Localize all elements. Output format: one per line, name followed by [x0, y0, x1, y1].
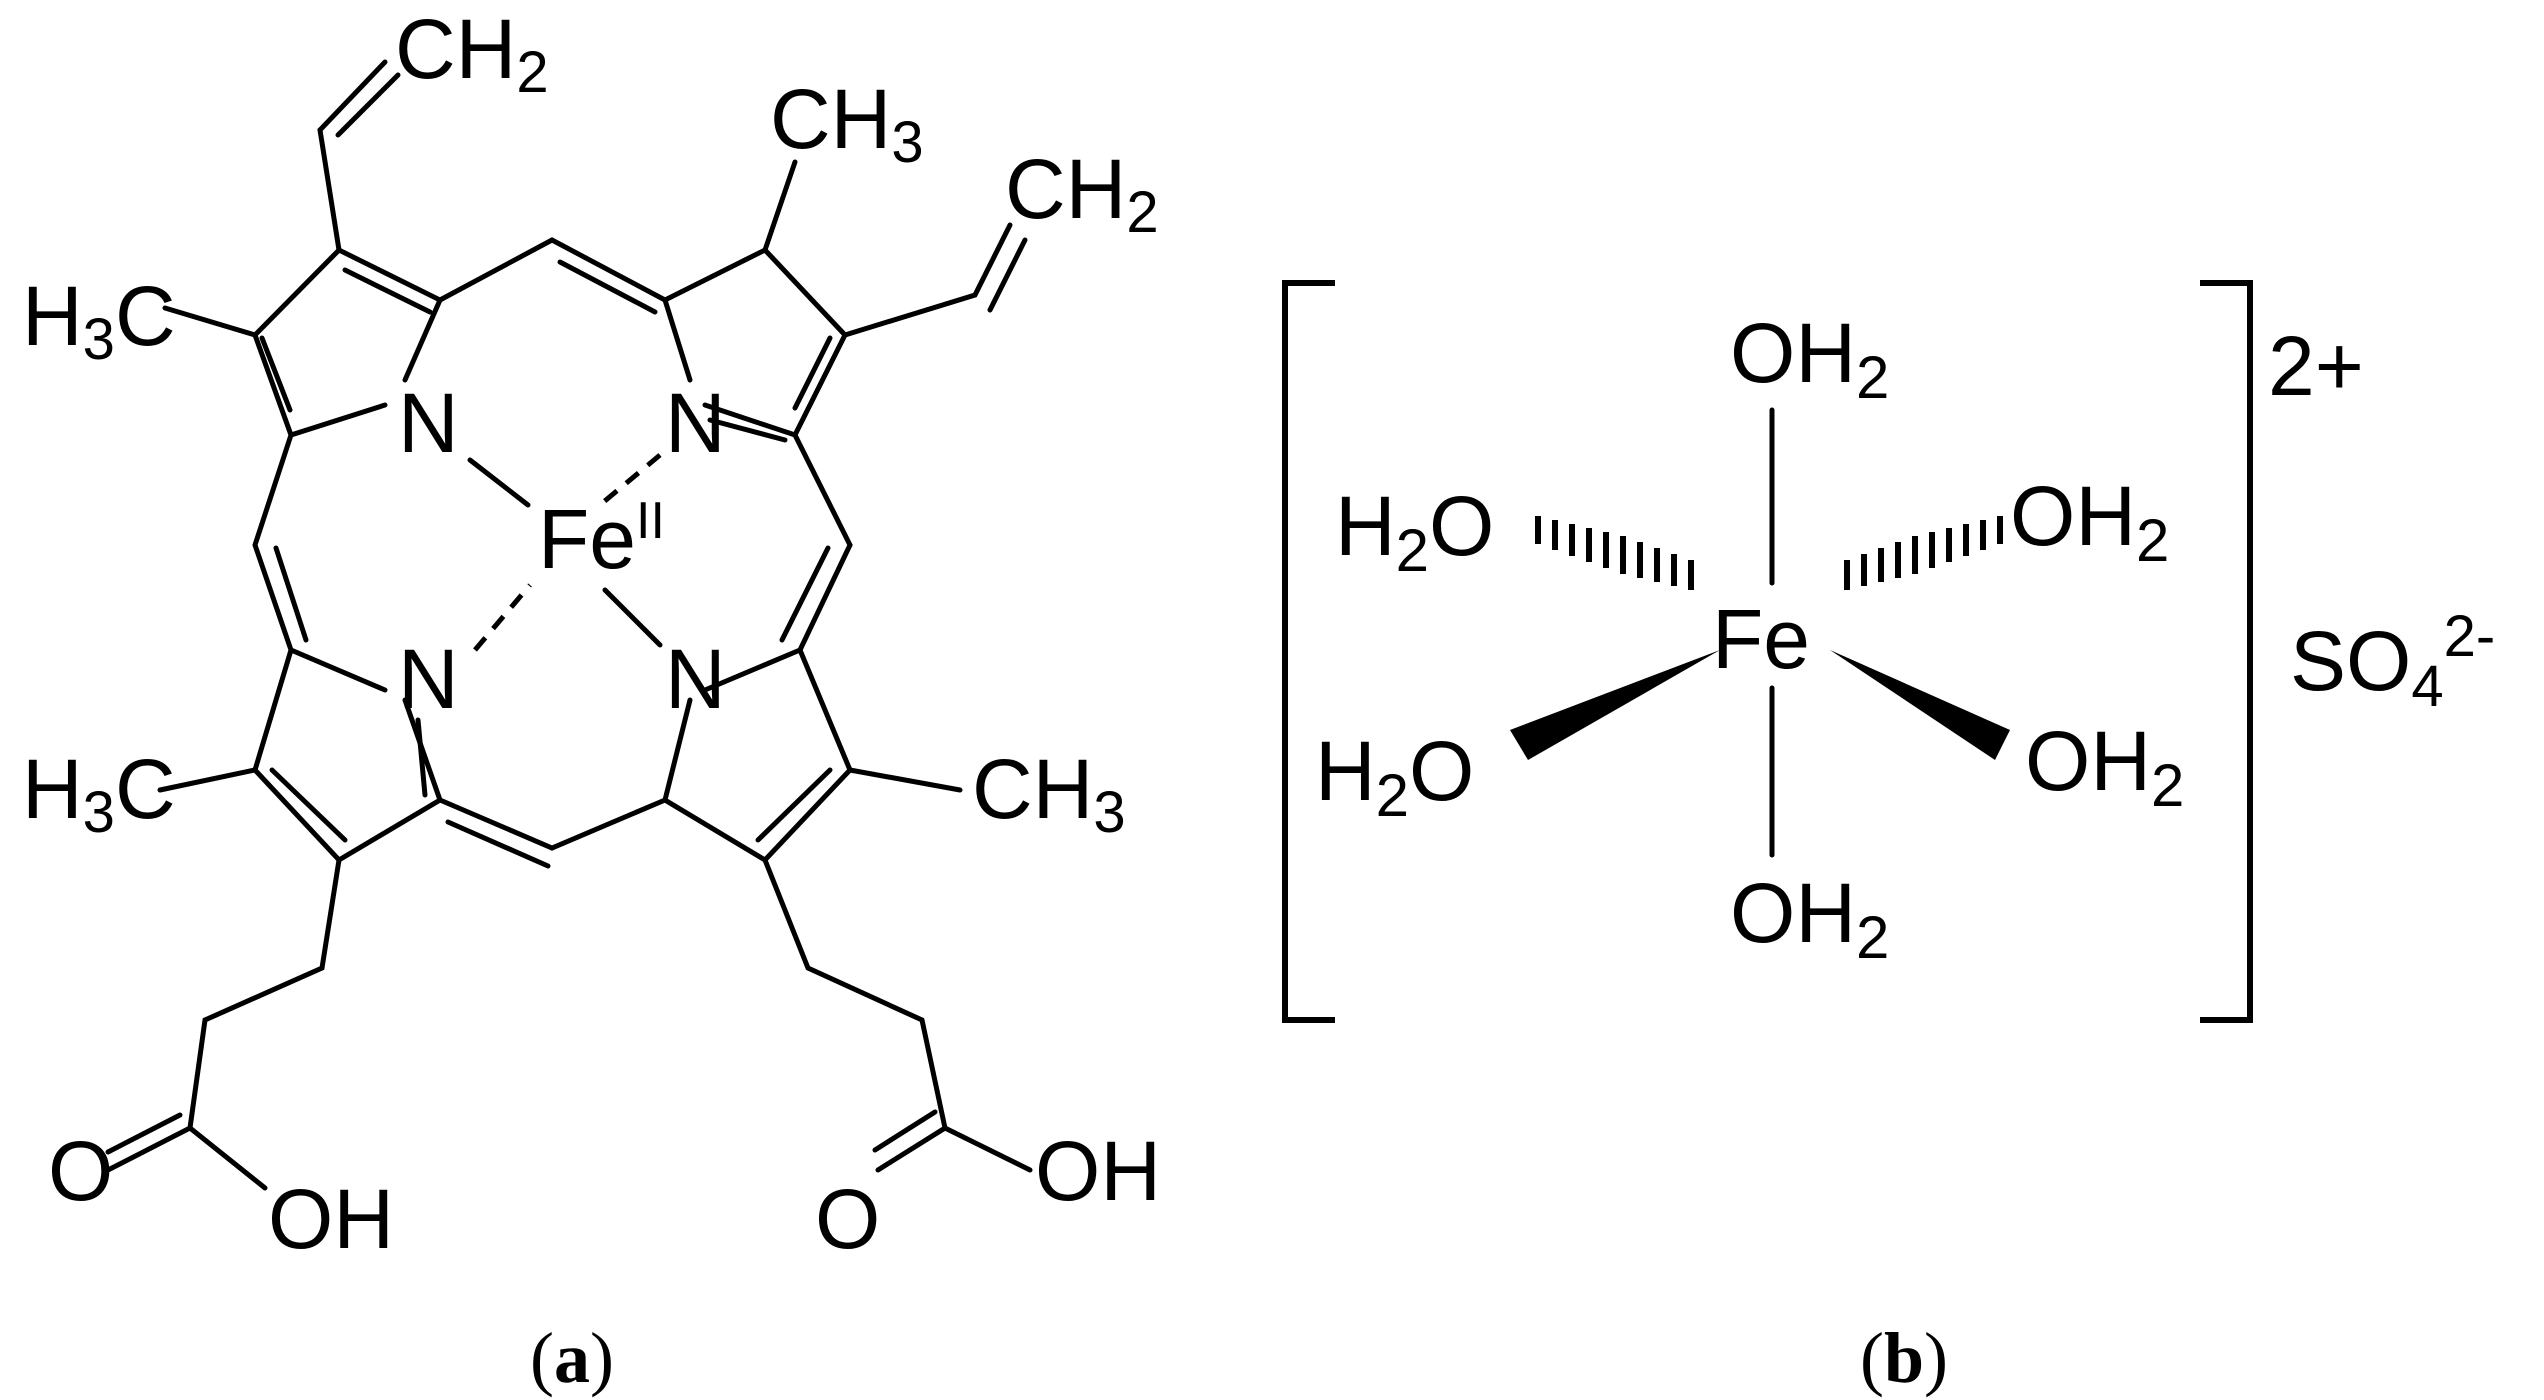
panel-a-heme-structure: N N N N FeII — [22, 2, 1161, 1398]
pyrrole-lower-left — [252, 646, 444, 864]
nitrogen-lower-right: N — [665, 632, 726, 726]
meso-bridge-top — [437, 237, 668, 303]
ligand-water-left-back: H2O — [1335, 479, 1494, 584]
hash-bond-left — [1535, 516, 1694, 590]
fe-n-bonds — [467, 453, 663, 652]
methyl-upper-left-label: H3C — [22, 269, 176, 372]
methyl-lower-left-bond — [157, 767, 258, 793]
hydroxyl-left-label: OH — [268, 1172, 394, 1266]
propionate-left-chain — [105, 857, 342, 1173]
methyl-top-label: CH3 — [770, 72, 924, 175]
fe-n-dative-lower-left — [473, 583, 532, 652]
methyl-lower-left-label: H3C — [22, 742, 176, 845]
hydroxyl-right-label: OH — [1035, 1124, 1161, 1218]
iron-center-heme: FeII — [538, 492, 665, 586]
methyl-lower-right-bond — [847, 767, 963, 793]
wedge-bond-left — [1510, 650, 1720, 760]
meso-bridge-left — [252, 432, 294, 653]
pyrrole-lr-double-1 — [755, 767, 833, 843]
ligand-water-bottom: OH2 — [1730, 866, 1889, 971]
vinyl-right-double — [987, 237, 1028, 313]
fe-n-bond-upper-left — [467, 457, 531, 508]
panel-a-label: (a) — [530, 1318, 614, 1398]
ligand-water-left-front: H2O — [1315, 724, 1474, 829]
methyl-upper-left-bond — [162, 305, 258, 338]
iron-center-hexaaqua: Fe — [1712, 592, 1810, 686]
vinyl-left-bond — [317, 59, 388, 253]
carboxyl-right-double — [872, 1109, 938, 1153]
fe-n-bond-lower-right — [602, 587, 663, 648]
pyrrole-upper-right — [661, 246, 849, 439]
vinyl-right-ch2-label: CH2 — [1005, 142, 1159, 245]
hash-bond-right — [1844, 516, 2003, 590]
pyrrole-ll-double-2 — [415, 717, 428, 798]
pyrrole-ul-double-2 — [342, 267, 433, 315]
panel-b-label: (b) — [1860, 1318, 1948, 1398]
meso-bridge-right — [792, 432, 853, 653]
meso-top-double — [557, 259, 658, 315]
meso-right-double — [779, 545, 831, 643]
substituent-bonds — [105, 59, 1033, 1191]
sulfate-counterion-label: SO42- — [2290, 604, 2495, 719]
ligand-water-right-front: OH2 — [2025, 714, 2184, 819]
carbonyl-oxygen-left: O — [48, 1124, 113, 1218]
vinyl-left-ch2-label: CH2 — [395, 2, 549, 105]
carboxyl-left-oh-bond — [187, 1125, 268, 1191]
vinyl-left-double — [335, 72, 401, 138]
carbonyl-oxygen-right: O — [815, 1172, 880, 1266]
pyrrole-ur-double-2 — [707, 417, 788, 443]
vinyl-right-bond — [842, 222, 1013, 338]
complex-charge-label: 2+ — [2268, 319, 2364, 413]
iron-oxidation-state: II — [636, 492, 665, 550]
meso-bottom-double — [445, 819, 551, 869]
methyl-top-bond — [762, 159, 798, 253]
pyrrole-lower-right — [662, 646, 853, 864]
ligand-water-right-back: OH2 — [2010, 469, 2169, 574]
carboxyl-right-oh-bond — [942, 1125, 1033, 1173]
pyrrole-upper-left — [252, 246, 444, 439]
nitrogen-lower-left: N — [398, 632, 459, 726]
ligand-water-top: OH2 — [1730, 306, 1889, 411]
nitrogen-upper-left: N — [398, 376, 459, 470]
wedge-bond-right — [1830, 650, 2010, 760]
carboxyl-left-double — [105, 1112, 183, 1155]
fe-n-dative-upper-right — [598, 453, 662, 507]
meso-bridge-bottom — [437, 797, 668, 851]
bracket-left — [1282, 280, 1335, 1023]
nitrogen-upper-right: N — [665, 376, 726, 470]
panel-b-hexaaqua-iron-structure: Fe — [1282, 280, 2495, 1398]
pyrrole-ur-double-1 — [792, 335, 833, 411]
propionate-right-chain — [762, 857, 948, 1173]
methyl-lower-right-label: CH3 — [972, 742, 1126, 845]
bracket-right — [2200, 280, 2253, 1023]
meso-left-double — [273, 545, 309, 643]
pyrrole-ll-double-1 — [269, 767, 348, 843]
pyrrole-ul-double-1 — [259, 335, 293, 413]
porphyrin-bonds — [252, 237, 853, 869]
